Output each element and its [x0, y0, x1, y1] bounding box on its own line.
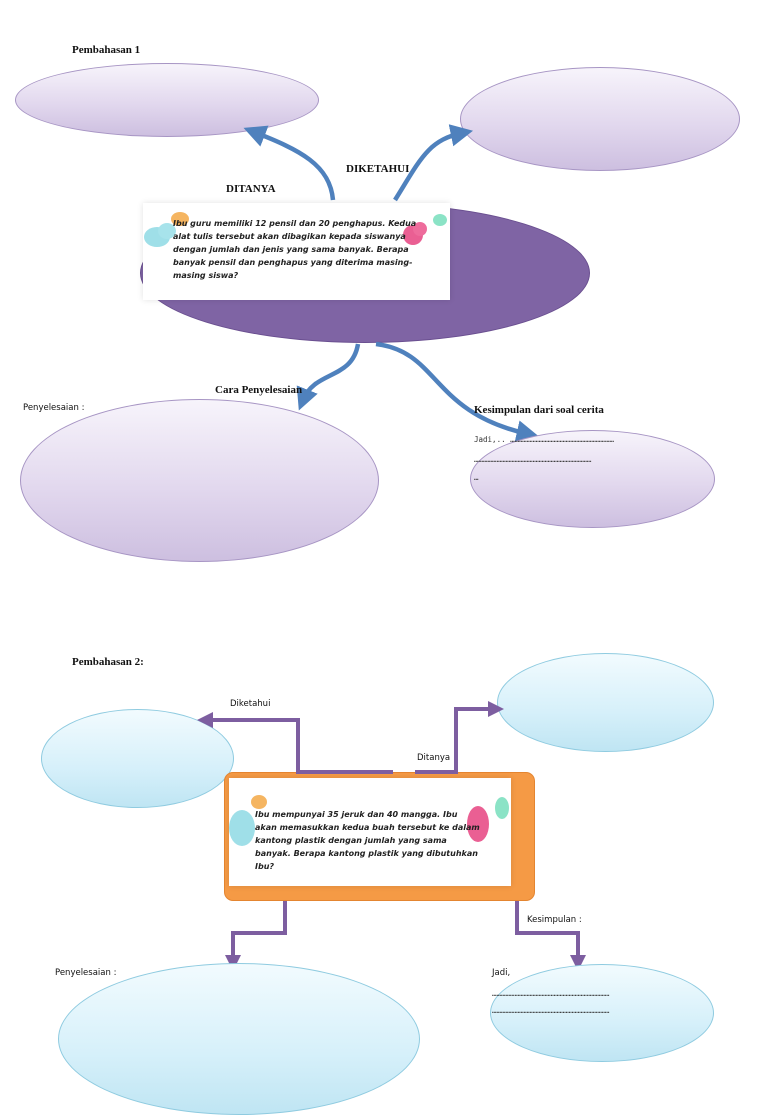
elbow-arrows — [197, 701, 586, 971]
label-penyelesaian-2: Penyelesaian : — [55, 968, 117, 978]
section1-title: Pembahasan 1 — [72, 44, 141, 56]
elbow-arrow-ditanya — [415, 701, 504, 774]
arrow-to-penyelesaian — [296, 343, 361, 411]
label-penyelesaian-1: Penyelesaian : — [23, 403, 85, 413]
elbow-arrow-penyelesaian — [225, 901, 287, 971]
answer-bubble-kesimpulan-1[interactable] — [470, 430, 715, 528]
label-diketahui: DIKETAHUI — [346, 163, 410, 175]
question-text-1: Ibu guru memiliki 12 pensil dan 20 pengh… — [173, 219, 417, 280]
jadi-line-2-1: …………………………………………………………………… — [492, 989, 610, 998]
elbow-arrow-kesimpulan — [515, 901, 586, 971]
elbow-arrow-diketahui — [197, 712, 393, 774]
label-ditanya-2: Ditanya — [417, 753, 451, 763]
cloud-decoration-2-icon — [229, 795, 509, 846]
jadi-line-2: …………………………………………………………………… — [474, 455, 592, 464]
jadi-label-2: Jadi, — [492, 968, 511, 978]
label-kesimpulan-1: Kesimpulan dari soal cerita — [474, 404, 604, 416]
answer-bubble-ditanya[interactable] — [460, 67, 740, 171]
question-card-1: Ibu guru memiliki 12 pensil dan 20 pengh… — [143, 203, 450, 300]
label-diketahui-2: Diketahui — [230, 699, 271, 709]
arrow-to-diketahui — [243, 125, 336, 201]
cloud-decoration-icon — [144, 212, 447, 247]
label-cara-penyelesaian: Cara Penyelesaian — [215, 384, 303, 396]
jadi-line-2-2: …………………………………………………………………… — [492, 1006, 610, 1015]
answer-bubble-penyelesaian-2[interactable] — [58, 963, 420, 1115]
arrow-to-ditanya — [393, 124, 474, 202]
answer-bubble-penyelesaian-1[interactable] — [20, 399, 379, 562]
label-ditanya: DITANYA — [226, 183, 276, 195]
section2-title: Pembahasan 2: — [72, 656, 144, 668]
answer-bubble-diketahui[interactable] — [15, 63, 319, 137]
question-text-2: Ibu mempunyai 35 jeruk dan 40 mangga. Ib… — [255, 810, 480, 871]
jadi-line-1: Jadi,.. …………………………………………………………… — [474, 435, 614, 444]
label-kesimpulan-2: Kesimpulan : — [527, 915, 582, 925]
curved-arrows — [243, 124, 539, 443]
jadi-line-3: … — [474, 473, 479, 482]
arrow-to-kesimpulan — [375, 341, 539, 443]
question-card-2: Ibu mempunyai 35 jeruk dan 40 mangga. Ib… — [229, 778, 511, 886]
